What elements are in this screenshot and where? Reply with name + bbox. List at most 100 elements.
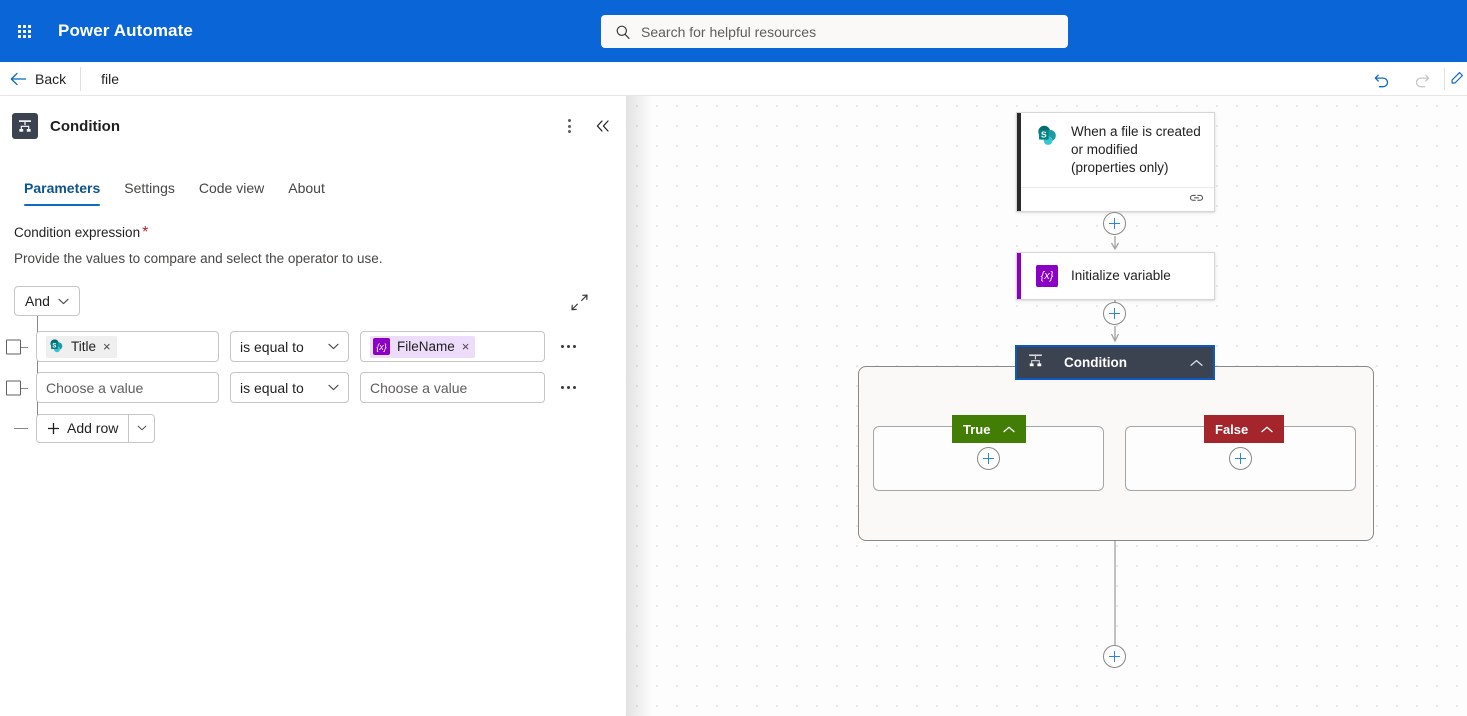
branch-badge-true[interactable]: True — [952, 415, 1027, 443]
details-panel: Condition Parameters Settings Code view … — [0, 96, 627, 716]
plus-icon — [48, 422, 59, 434]
flow-node-condition[interactable]: Condition — [1015, 345, 1215, 380]
chevron-down-icon — [137, 425, 147, 431]
condition-rows: S Title × is equal to — [6, 308, 612, 444]
collapse-expression-button[interactable] — [568, 291, 590, 313]
add-row-button[interactable]: Add row — [36, 413, 156, 443]
add-row-container: Add row — [14, 412, 612, 444]
back-label: Back — [35, 70, 67, 87]
sharepoint-icon: S — [49, 338, 64, 356]
branch-badge-false[interactable]: False — [1204, 415, 1285, 443]
node-footer — [1017, 187, 1214, 211]
node-title: Initialize variable — [1071, 268, 1171, 283]
row-checkbox[interactable] — [6, 380, 21, 395]
variable-icon: {x} — [373, 338, 390, 355]
required-marker: * — [142, 224, 149, 241]
brand-title: Power Automate — [58, 21, 193, 40]
branch-label-true: True — [963, 421, 991, 437]
token-chip-variable[interactable]: {x} FileName × — [370, 335, 476, 358]
more-horizontal-icon — [560, 345, 576, 348]
add-step-button[interactable] — [1103, 212, 1126, 235]
row-menu-button[interactable] — [555, 375, 581, 401]
add-step-button-true-branch[interactable] — [977, 447, 1000, 470]
node-title: Condition — [1064, 355, 1127, 370]
field-description: Provide the values to compare and select… — [14, 251, 383, 266]
panel-more-button[interactable] — [554, 111, 584, 141]
condition-row: S Title × is equal to — [6, 326, 612, 367]
row-operator-value: is equal to — [240, 338, 304, 355]
flow-node-initialize-variable[interactable]: {x} Initialize variable — [1016, 252, 1215, 300]
row-right-value[interactable]: {x} FileName × — [360, 331, 545, 362]
panel-header: Condition — [0, 96, 626, 156]
node-accent-stripe — [1017, 113, 1021, 211]
token-chip-sharepoint[interactable]: S Title × — [46, 335, 117, 358]
edit-icon — [1451, 72, 1463, 84]
row-checkbox[interactable] — [6, 339, 21, 354]
chevron-up-icon — [1190, 359, 1203, 366]
search-input[interactable]: Search for helpful resources — [641, 23, 817, 40]
token-chip-label: FileName — [397, 339, 455, 354]
add-row-split-button[interactable] — [128, 414, 154, 442]
chevron-down-icon — [58, 298, 69, 304]
row-connector — [14, 428, 28, 429]
flow-node-trigger[interactable]: S When a file is created or modified (pr… — [1016, 112, 1215, 212]
page-title: Condition — [50, 117, 120, 135]
panel-collapse-button[interactable] — [588, 111, 618, 141]
flow-name[interactable]: file — [101, 70, 120, 87]
chevron-up-icon — [1261, 426, 1273, 432]
group-operator-dropdown[interactable]: And — [14, 286, 80, 316]
tab-about[interactable]: About — [288, 180, 325, 196]
group-operator-value: And — [25, 293, 50, 309]
chevron-down-icon — [328, 384, 339, 391]
flow-canvas[interactable]: S When a file is created or modified (pr… — [627, 96, 1467, 716]
app-launcher-icon[interactable] — [4, 11, 44, 51]
node-accent-stripe — [1017, 253, 1021, 299]
more-horizontal-icon — [560, 386, 576, 389]
redo-icon — [1415, 74, 1430, 88]
tab-settings[interactable]: Settings — [124, 180, 175, 196]
add-row-main[interactable]: Add row — [37, 415, 128, 442]
add-step-button-false-branch[interactable] — [1229, 447, 1252, 470]
back-button[interactable]: Back — [0, 62, 80, 96]
node-body: {x} Initialize variable — [1017, 253, 1214, 299]
token-remove-icon[interactable]: × — [103, 339, 111, 354]
tab-code-view[interactable]: Code view — [198, 180, 265, 196]
svg-text:S: S — [52, 343, 56, 349]
link-icon[interactable] — [1189, 191, 1204, 209]
row-connector — [14, 387, 28, 389]
command-bar: Back file — [0, 62, 1467, 96]
tab-parameters[interactable]: Parameters — [12, 180, 112, 206]
row-right-value[interactable]: Choose a value — [360, 372, 545, 403]
row-left-value[interactable]: Choose a value — [36, 372, 219, 403]
add-step-button-end[interactable] — [1103, 645, 1126, 668]
collapse-diagonal-icon — [570, 294, 588, 310]
command-bar-right — [1362, 62, 1467, 96]
canvas-edge-shadow — [627, 96, 653, 716]
condition-icon — [1027, 352, 1044, 374]
parameters-form: Condition expression* Provide the values… — [0, 206, 626, 444]
global-search-box[interactable]: Search for helpful resources — [601, 15, 1068, 48]
variable-icon: {x} — [1035, 264, 1059, 288]
undo-button[interactable] — [1362, 62, 1402, 96]
add-step-button[interactable] — [1103, 302, 1126, 325]
row-operator-dropdown[interactable]: is equal to — [230, 372, 349, 403]
row-operator-dropdown[interactable]: is equal to — [230, 331, 349, 362]
condition-row: Choose a value is equal to Choose a valu… — [6, 367, 612, 408]
top-navigation-bar: Power Automate Search for helpful resour… — [0, 0, 1467, 62]
redo-button[interactable] — [1402, 62, 1442, 96]
search-icon — [615, 24, 631, 40]
condition-builder: And — [6, 286, 612, 444]
overflow-command-button[interactable] — [1447, 62, 1467, 96]
variable-glyph: {x} — [1036, 265, 1058, 287]
command-divider-right — [1444, 68, 1445, 90]
panel-header-actions — [554, 96, 618, 156]
row-connector — [14, 346, 28, 348]
row-menu-button[interactable] — [555, 334, 581, 360]
node-body: S When a file is created or modified (pr… — [1017, 113, 1214, 187]
row-left-value[interactable]: S Title × — [36, 331, 219, 362]
chevron-up-icon — [1003, 426, 1016, 432]
undo-icon — [1374, 74, 1389, 88]
token-remove-icon[interactable]: × — [461, 339, 470, 354]
condition-expression-label: Condition expression* — [14, 224, 612, 242]
branch-label-false: False — [1215, 421, 1249, 437]
